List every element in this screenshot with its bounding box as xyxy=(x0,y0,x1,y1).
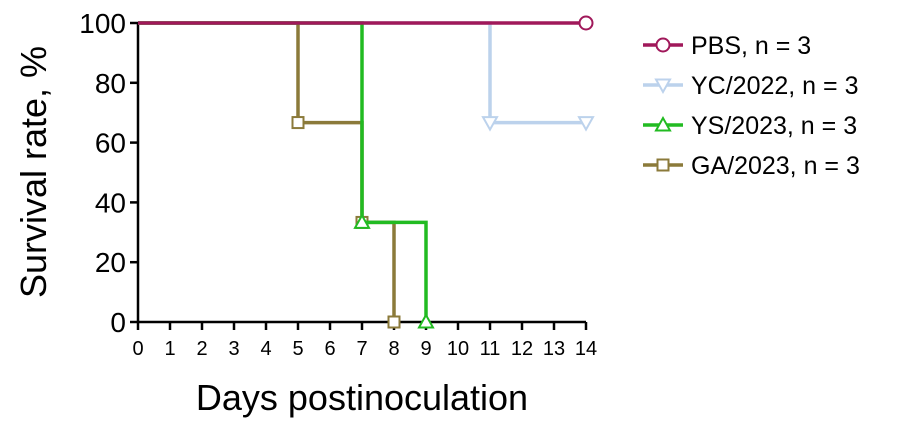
legend-label: YS/2023, n = 3 xyxy=(691,112,857,140)
y-tick-label: 0 xyxy=(110,307,126,338)
legend-item: PBS, n = 3 xyxy=(643,32,811,60)
x-tick-label: 14 xyxy=(575,338,597,360)
x-tick-label: 8 xyxy=(388,338,399,360)
legend-marker xyxy=(654,78,672,95)
legend-marker xyxy=(656,158,670,172)
data-point xyxy=(291,116,305,130)
x-tick-label: 11 xyxy=(480,338,501,360)
data-point xyxy=(387,315,401,329)
legend-marker xyxy=(654,115,672,132)
y-tick-label: 100 xyxy=(79,8,126,39)
x-tick-label: 7 xyxy=(356,338,367,360)
x-tick-label: 12 xyxy=(511,338,533,360)
series-1 xyxy=(138,21,595,132)
x-tick-label: 3 xyxy=(228,338,239,360)
x-tick-label: 13 xyxy=(543,338,565,360)
y-tick-label: 80 xyxy=(95,68,126,99)
x-tick-label: 4 xyxy=(260,338,271,360)
legend-label: GA/2023, n = 3 xyxy=(691,152,860,180)
series-layer xyxy=(138,15,595,329)
series-line xyxy=(138,21,428,322)
data-point xyxy=(353,213,371,229)
data-point xyxy=(481,116,499,132)
x-tick-label: 10 xyxy=(447,338,469,360)
series-0 xyxy=(138,15,594,31)
y-tick-label: 60 xyxy=(95,128,126,159)
legend-item: YC/2022, n = 3 xyxy=(643,72,858,100)
y-tick-label: 20 xyxy=(95,247,126,278)
data-point xyxy=(578,15,594,31)
legend: PBS, n = 3 YC/2022, n = 3 YS/2023, n = 3 GA… xyxy=(643,32,860,180)
y-tick-label: 40 xyxy=(95,187,126,218)
legend-item: YS/2023, n = 3 xyxy=(643,112,857,140)
legend-label: PBS, n = 3 xyxy=(691,32,811,60)
x-tick-label: 5 xyxy=(292,338,303,360)
legend-label: YC/2022, n = 3 xyxy=(691,72,858,100)
x-tick-label: 9 xyxy=(420,338,431,360)
x-axis-label: Days postinoculation xyxy=(196,377,528,418)
series-line xyxy=(138,21,396,322)
x-tick-label: 6 xyxy=(324,338,335,360)
y-ticks: 0 20 40 60 80 100 xyxy=(79,8,138,338)
x-tick-label: 0 xyxy=(132,338,143,360)
data-point xyxy=(417,312,435,329)
legend-marker xyxy=(655,37,671,53)
y-axis-label: Survival rate, % xyxy=(13,46,54,298)
x-tick-label: 1 xyxy=(164,338,175,360)
data-point xyxy=(577,116,595,132)
series-2 xyxy=(138,21,435,329)
x-tick-label: 2 xyxy=(196,338,207,360)
legend-item: GA/2023, n = 3 xyxy=(643,152,860,180)
